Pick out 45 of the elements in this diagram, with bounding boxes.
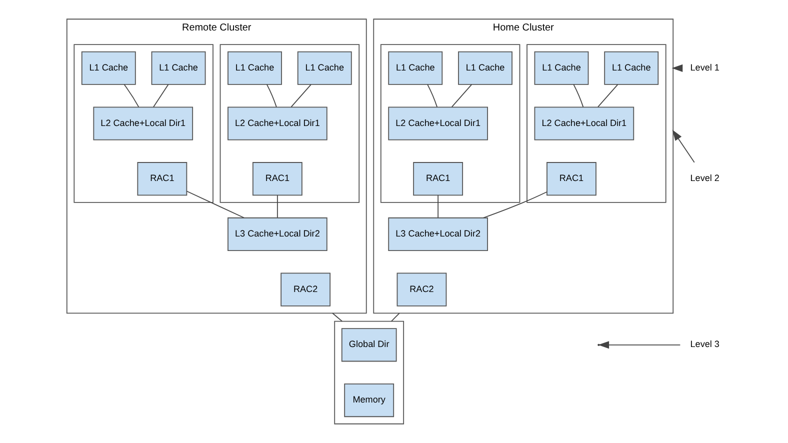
cluster [334,320,404,424]
arrow [672,130,694,163]
connector [290,84,311,108]
node-box: Global Dir [340,328,396,362]
node-box: L3 Cache+Local Dir2 [388,217,488,251]
connector [332,312,342,322]
node-box: RAC1 [252,162,302,196]
node-box: L1 Cache [227,51,282,85]
connector [426,84,438,108]
node-box: L2 Cache+Local Dir1 [388,106,488,140]
cluster [219,44,360,203]
connector [276,194,278,218]
connector [572,84,584,108]
cluster [380,44,520,203]
node-box: Memory [344,384,394,418]
node-text: Level 1 [690,62,719,72]
node-box: RAC1 [546,162,596,196]
connector [152,84,168,108]
node-box: L2 Cache+Local Dir1 [534,106,634,140]
node-box: RAC2 [396,272,446,306]
node-text: Level 2 [690,173,719,184]
connector [123,84,139,108]
node-box: L1 Cache [150,51,206,85]
cluster [526,44,666,203]
node-box: RAC1 [412,162,463,196]
node-box: L2 Cache+Local Dir1 [227,106,327,140]
connector [450,84,472,108]
node-text: Level 3 [690,339,719,350]
node-box: RAC2 [280,272,330,306]
connector [266,84,276,108]
connector [390,312,400,322]
connector [597,84,618,108]
node-box: RAC1 [136,162,187,196]
node-box: L1 Cache [80,51,136,85]
connector [186,190,244,218]
node-box: L1 Cache [604,51,658,85]
cluster [73,44,213,203]
node-box: L3 Cache+Local Dir2 [227,217,327,251]
node-box: L2 Cache+Local Dir1 [92,106,193,140]
connector [437,194,438,218]
connector [482,191,547,218]
node-box: L1 Cache [458,51,512,85]
node-box: L1 Cache [388,51,442,85]
node-box: L1 Cache [534,51,588,85]
node-box: L1 Cache [296,51,352,85]
